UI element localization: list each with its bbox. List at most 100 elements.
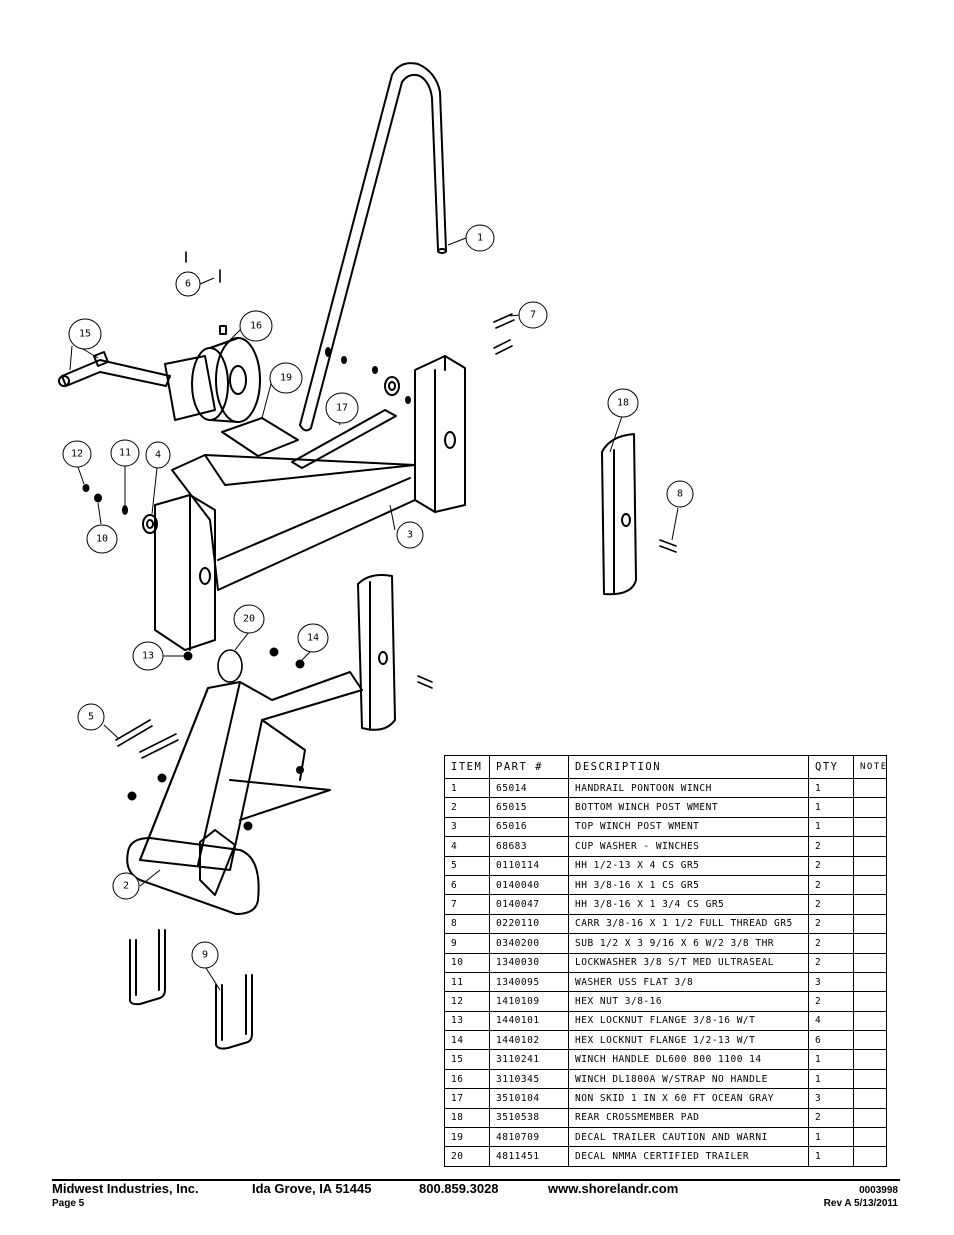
cell-description: BOTTOM WINCH POST WMENT — [568, 797, 809, 818]
footer-page-number: Page 5 — [52, 1198, 85, 1209]
cell-description: REAR CROSSMEMBER PAD — [568, 1107, 809, 1129]
callout-15-bubble — [68, 318, 102, 350]
cell-qty: 2 — [808, 991, 854, 1012]
cell-note — [853, 913, 887, 935]
cell-qty: 6 — [808, 1030, 854, 1051]
callout-7-label: 7 — [530, 310, 536, 321]
cell-note — [853, 1030, 887, 1051]
cell-description: WASHER USS FLAT 3/8 — [568, 971, 809, 993]
footer-divider — [52, 1179, 900, 1181]
callout-19-bubble — [269, 362, 303, 394]
cell-note — [853, 816, 887, 838]
callout-10-label: 10 — [96, 534, 108, 545]
cell-part: 1340030 — [489, 952, 569, 973]
cell-description: HH 1/2-13 X 4 CS GR5 — [568, 855, 809, 876]
callout-8-label: 8 — [677, 489, 683, 500]
cell-note — [853, 1127, 887, 1148]
callout-16-bubble — [239, 310, 273, 342]
callout-5-bubble — [77, 703, 105, 731]
cell-qty: 1 — [808, 797, 854, 818]
cell-qty: 2 — [808, 952, 854, 973]
cell-description: HEX LOCKNUT FLANGE 1/2-13 W/T — [568, 1030, 809, 1051]
callout-11-label: 11 — [119, 448, 131, 459]
cell-note — [853, 1010, 887, 1032]
cell-description: TOP WINCH POST WMENT — [568, 816, 809, 838]
cell-part: 68683 — [489, 836, 569, 857]
callout-9-bubble — [191, 941, 219, 969]
callout-13-label: 13 — [142, 651, 154, 662]
callout-18-bubble — [607, 388, 639, 418]
callout-3-label: 3 — [407, 530, 413, 541]
footer-company: Midwest Industries, Inc. — [52, 1181, 199, 1196]
callout-6-label: 6 — [185, 279, 191, 290]
top-winch-post-part — [154, 355, 466, 651]
cell-note — [853, 855, 887, 876]
cell-note — [853, 933, 887, 954]
cell-item: 15 — [444, 1049, 490, 1070]
cell-note — [853, 777, 887, 799]
cell-item: 14 — [444, 1030, 490, 1051]
cell-part: 65016 — [489, 816, 569, 838]
cell-item: 1 — [444, 777, 490, 799]
cell-item: 5 — [444, 855, 490, 876]
cell-part: 3110241 — [489, 1049, 569, 1070]
callout-4-label: 4 — [155, 450, 161, 461]
cell-item: 2 — [444, 797, 490, 818]
callout-2-label: 2 — [123, 881, 129, 892]
cell-qty: 4 — [808, 1010, 854, 1032]
bottom-winch-post-part — [126, 574, 396, 915]
cell-note — [853, 836, 887, 857]
footer-phone: 800.859.3028 — [419, 1181, 499, 1196]
callout-20-bubble — [233, 604, 265, 634]
cell-item: 18 — [444, 1107, 490, 1129]
u-bolt-part — [129, 929, 253, 1050]
cell-description: WINCH DL1800A W/STRAP NO HANDLE — [568, 1068, 809, 1090]
cell-part: 3510538 — [489, 1107, 569, 1129]
callout-20-label: 20 — [243, 614, 255, 625]
cell-item: 11 — [444, 971, 490, 993]
callout-10-bubble — [86, 524, 118, 554]
rear-crossmember-pad-part — [601, 433, 637, 596]
callout-14-bubble — [297, 623, 329, 653]
cell-note — [853, 1049, 887, 1070]
cell-description: HH 3/8-16 X 1 3/4 CS GR5 — [568, 894, 809, 915]
callout-5-label: 5 — [88, 712, 94, 723]
cell-part: 1440102 — [489, 1030, 569, 1051]
cell-description: LOCKWASHER 3/8 S/T MED ULTRASEAL — [568, 952, 809, 973]
cell-qty: 3 — [808, 971, 854, 993]
footer-revision: Rev A 5/13/2011 — [823, 1198, 898, 1209]
cell-part: 0110114 — [489, 855, 569, 876]
cell-description: HANDRAIL PONTOON WINCH — [568, 777, 809, 799]
cell-item: 6 — [444, 874, 490, 896]
callout-3-bubble — [396, 521, 424, 549]
cell-qty: 2 — [808, 1107, 854, 1129]
cell-part: 0140040 — [489, 874, 569, 896]
cell-qty: 2 — [808, 855, 854, 876]
cell-qty: 1 — [808, 1146, 854, 1167]
cell-description: DECAL TRAILER CAUTION AND WARNI — [568, 1127, 809, 1148]
cell-qty: 1 — [808, 1068, 854, 1090]
cell-part: 65015 — [489, 797, 569, 818]
cell-part: 3510104 — [489, 1088, 569, 1109]
cell-item: 12 — [444, 991, 490, 1012]
cell-description: HEX NUT 3/8-16 — [568, 991, 809, 1012]
cell-part: 4811451 — [489, 1146, 569, 1167]
cell-qty: 2 — [808, 894, 854, 915]
cell-part: 1440101 — [489, 1010, 569, 1032]
callout-9-label: 9 — [202, 950, 208, 961]
winch-handle-part — [58, 351, 171, 387]
cell-qty: 1 — [808, 777, 854, 799]
callout-2-bubble — [112, 872, 140, 900]
cell-part: 65014 — [489, 777, 569, 799]
cell-description: CUP WASHER - WINCHES — [568, 836, 809, 857]
